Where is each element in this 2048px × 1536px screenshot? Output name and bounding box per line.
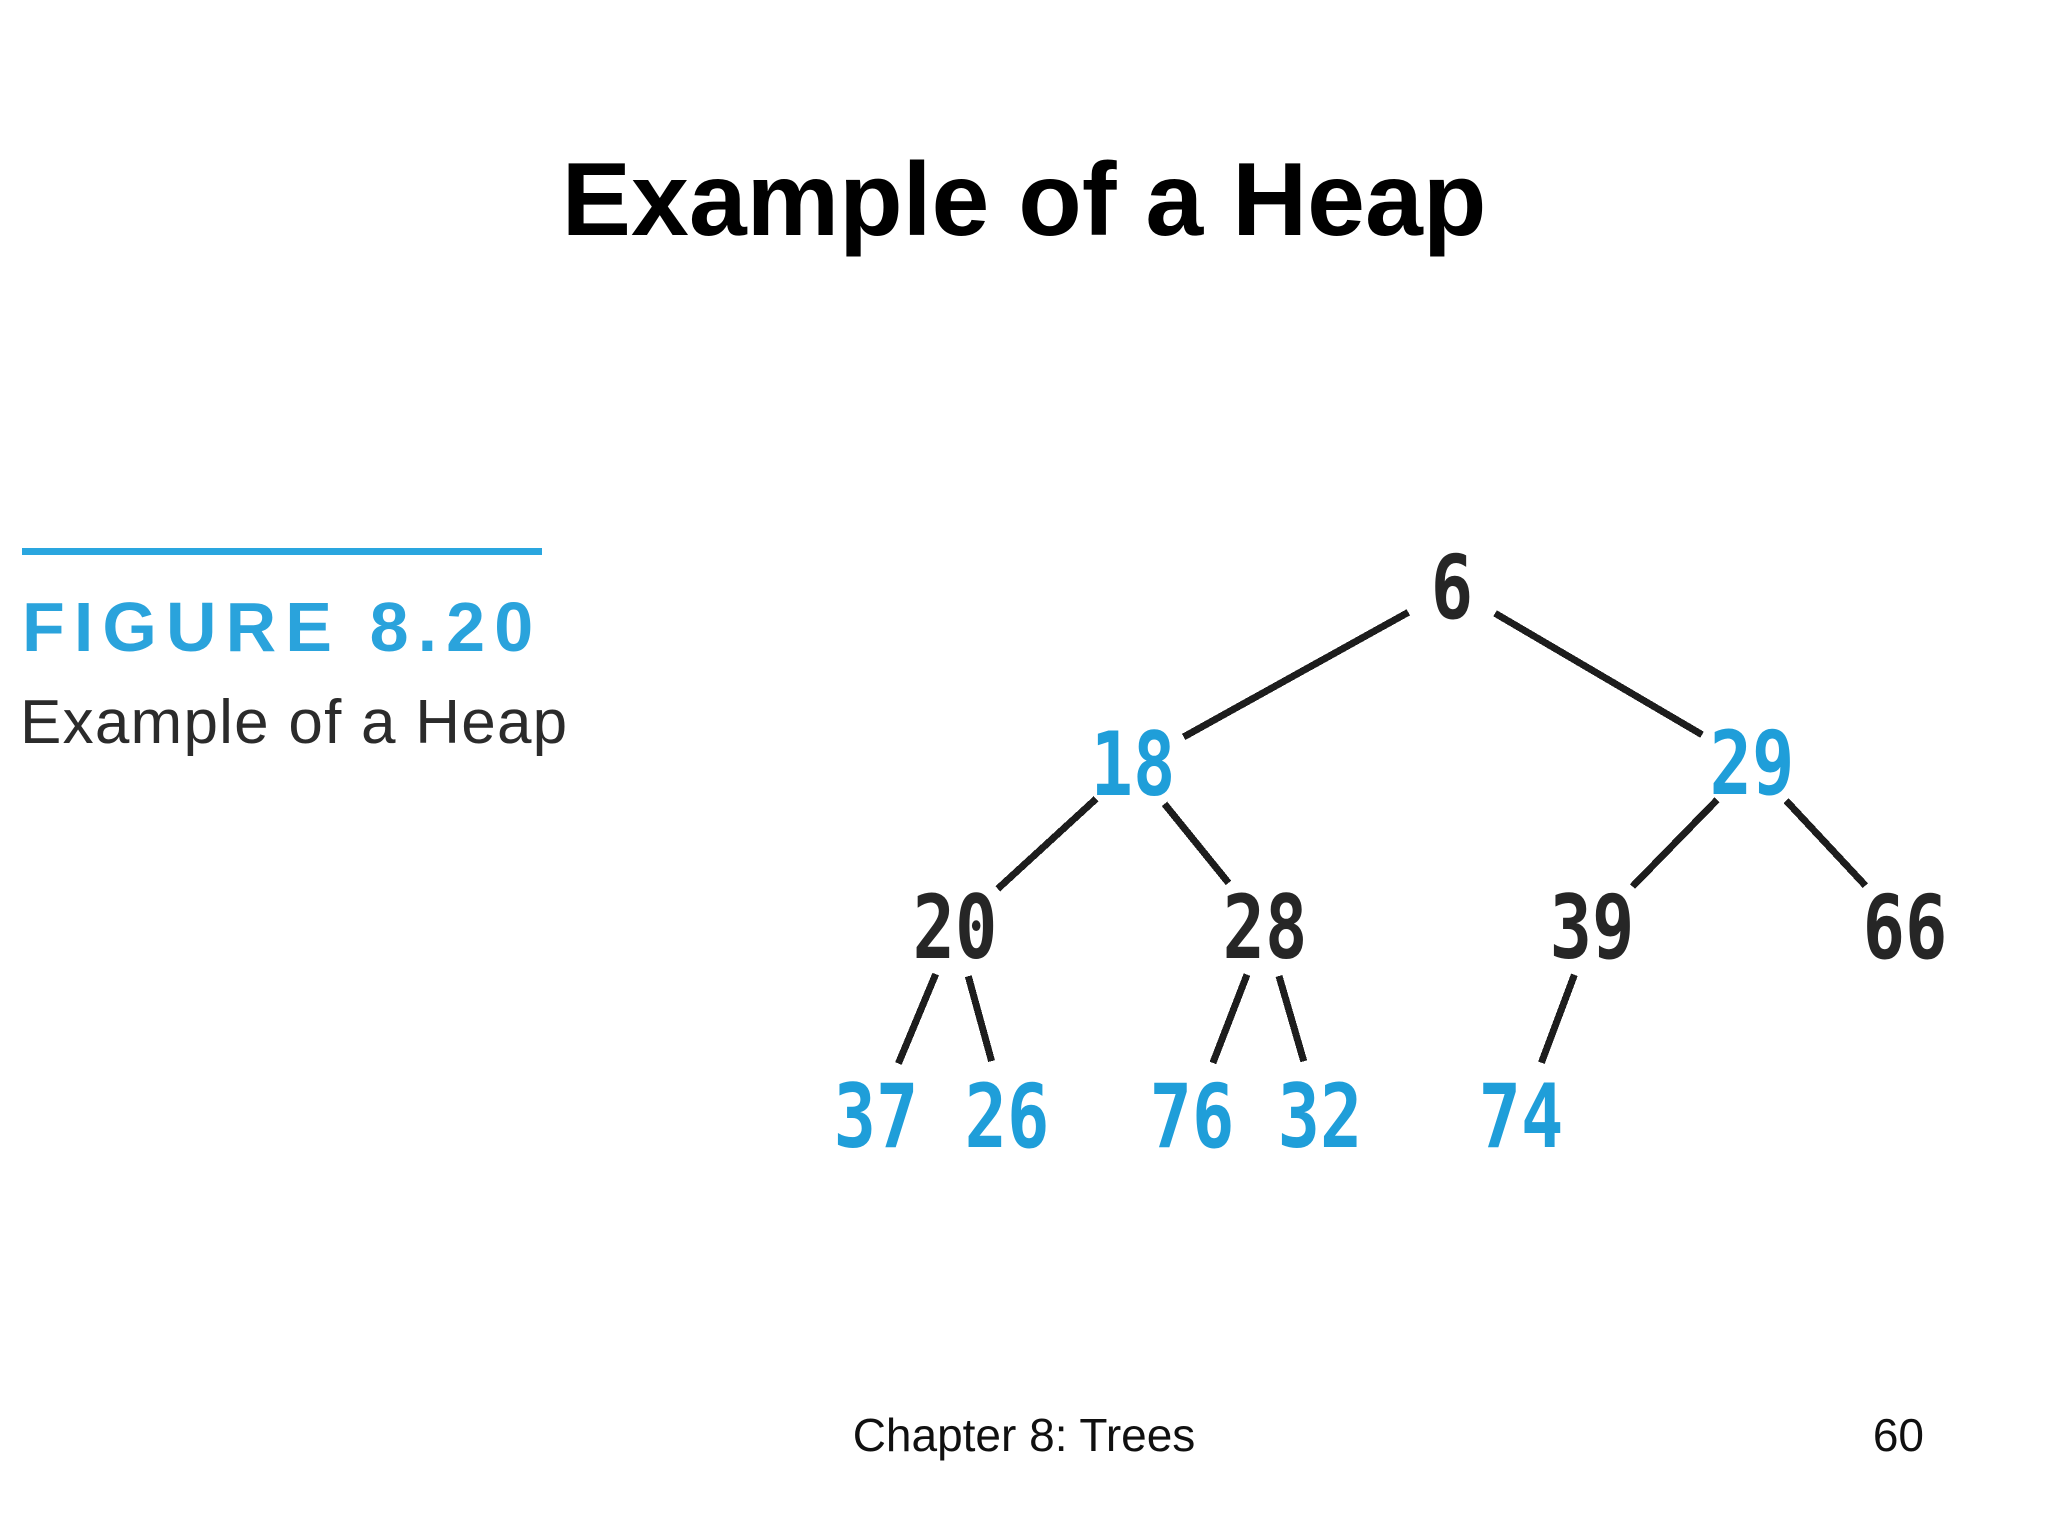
slide-title: Example of a Heap bbox=[561, 142, 1487, 258]
tree-edge-28-32 bbox=[1275, 975, 1308, 1063]
tree-node-76: 76 bbox=[1149, 1065, 1235, 1168]
tree-edge-39-74 bbox=[1538, 973, 1578, 1064]
figure-tag: FIGURE 8.20 bbox=[22, 588, 543, 666]
footer-chapter: Chapter 8: Trees bbox=[852, 1409, 1196, 1461]
figure-rule bbox=[22, 548, 542, 555]
tree-node-26: 26 bbox=[964, 1065, 1050, 1168]
tree-node-37: 37 bbox=[833, 1065, 919, 1168]
tree-edge-29-66 bbox=[1783, 798, 1868, 888]
tree-edge-6-29 bbox=[1493, 610, 1704, 738]
tree-node-29: 29 bbox=[1709, 712, 1795, 815]
tree-node-6: 6 bbox=[1430, 536, 1474, 639]
figure-caption: Example of a Heap bbox=[20, 688, 569, 757]
footer-page-number: 60 bbox=[1872, 1409, 1924, 1461]
tree-edge-28-76 bbox=[1209, 973, 1251, 1065]
tree-edge-29-39 bbox=[1629, 797, 1720, 889]
tree-node-28: 28 bbox=[1222, 876, 1308, 979]
tree-node-20: 20 bbox=[912, 876, 998, 979]
tree-edge-18-20 bbox=[995, 796, 1099, 892]
tree-edge-6-18 bbox=[1182, 609, 1410, 740]
tree-node-39: 39 bbox=[1549, 876, 1635, 979]
tree-node-74: 74 bbox=[1478, 1065, 1564, 1168]
tree-node-18: 18 bbox=[1090, 713, 1176, 816]
tree-edge-20-37 bbox=[895, 972, 939, 1065]
tree-node-32: 32 bbox=[1277, 1065, 1363, 1168]
tree-node-66: 66 bbox=[1862, 876, 1948, 979]
tree-edge-20-26 bbox=[964, 975, 995, 1063]
tree-edge-18-28 bbox=[1161, 801, 1232, 886]
